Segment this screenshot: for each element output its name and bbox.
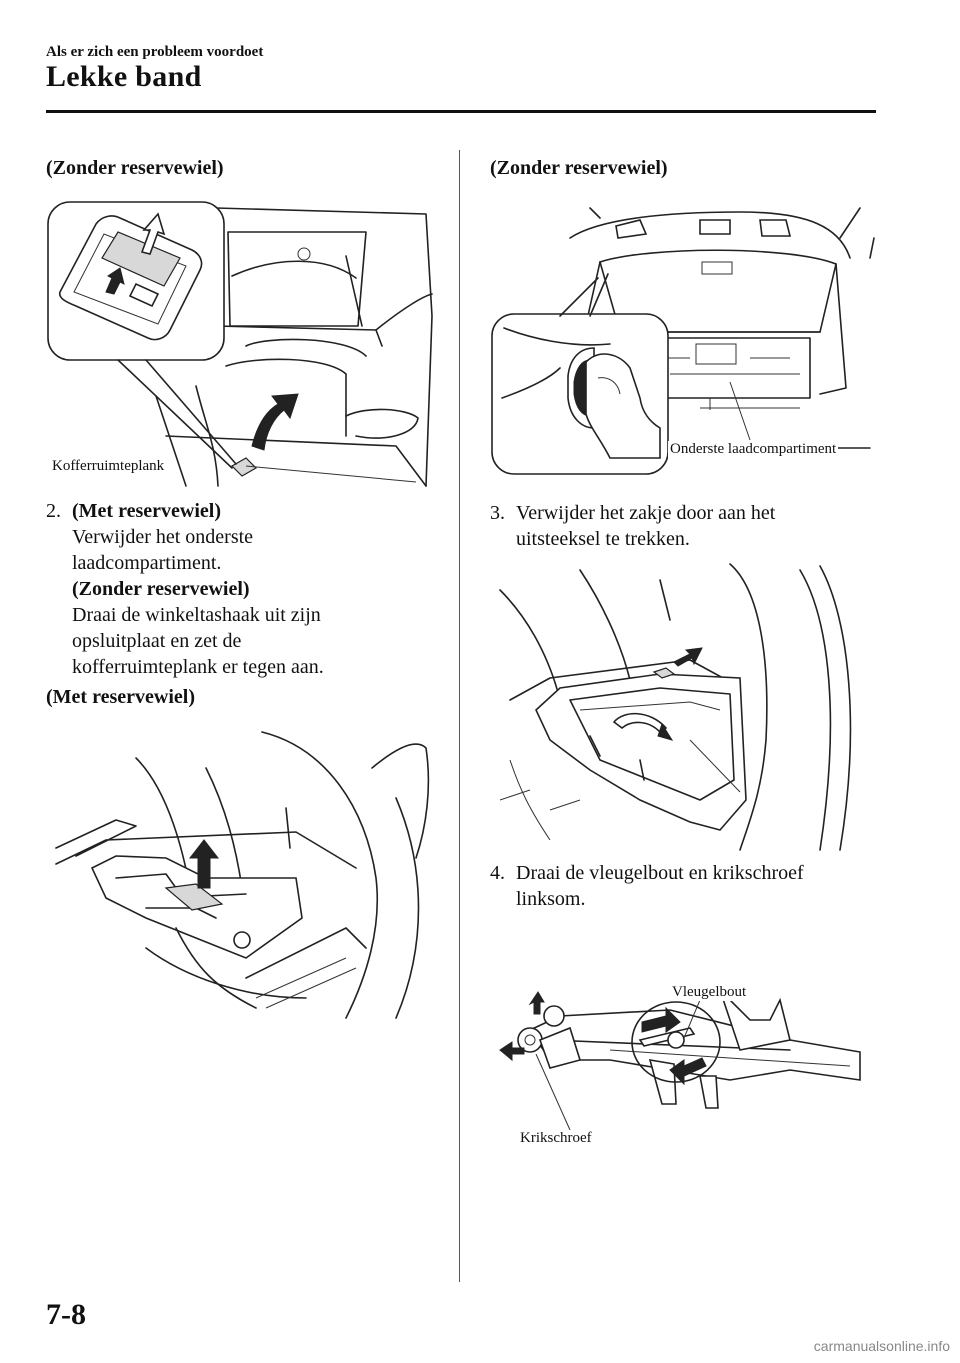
fig1-heading: (Zonder reservewiel) bbox=[46, 157, 224, 179]
step-2-line: laadcompartiment. bbox=[72, 552, 222, 574]
chapter-title: Lekke band bbox=[46, 60, 202, 93]
step-2-line: Draai de winkeltashaak uit zijn bbox=[72, 604, 321, 626]
watermark: carmanualsonline.info bbox=[813, 1338, 950, 1354]
trunk-illustration-1 bbox=[47, 201, 433, 487]
section-label: Als er zich een probleem voordoet bbox=[46, 44, 264, 60]
column-divider bbox=[459, 150, 460, 1282]
step-2: 2. (Met reservewiel) Verwijder het onder… bbox=[46, 498, 446, 688]
step-3-text: Verwijder het zakje door aan het uitstee… bbox=[516, 500, 896, 552]
jack-illustration bbox=[499, 989, 861, 1131]
step-2-line: (Met reservewiel) bbox=[72, 500, 221, 522]
header-rule bbox=[46, 110, 876, 113]
fig3-heading: (Zonder reservewiel) bbox=[490, 157, 668, 179]
step-4-number: 4. bbox=[490, 862, 505, 884]
step-2-line: Verwijder het onderste bbox=[72, 526, 254, 548]
step-2-text: (Met reservewiel) Verwijder het onderste… bbox=[72, 498, 452, 680]
step-3-line: uitsteeksel te trekken. bbox=[516, 528, 690, 550]
step-2-number: 2. bbox=[46, 500, 61, 522]
step-4-line: Draai de vleugelbout en krikschroef bbox=[516, 862, 804, 884]
step-4-line: linksom. bbox=[516, 888, 586, 910]
trunk-illustration-2 bbox=[55, 731, 430, 1019]
step-3: 3. Verwijder het zakje door aan het uits… bbox=[490, 500, 890, 556]
callout-vleugelbout: Vleugelbout bbox=[670, 984, 749, 1001]
step-4: 4. Draai de vleugelbout en krikschroef l… bbox=[490, 860, 890, 916]
step-3-number: 3. bbox=[490, 502, 505, 524]
callout-kofferruimteplank: Kofferruimteplank bbox=[50, 458, 167, 475]
callout-krikschroef: Krikschroef bbox=[518, 1130, 594, 1147]
fig2-heading: (Met reservewiel) bbox=[46, 686, 195, 708]
trunk-illustration-3 bbox=[491, 207, 875, 475]
bag-illustration bbox=[499, 563, 852, 851]
step-2-line: (Zonder reservewiel) bbox=[72, 578, 250, 600]
step-2-line: kofferruimteplank er tegen aan. bbox=[72, 656, 324, 678]
step-2-line: opsluitplaat en zet de bbox=[72, 630, 242, 652]
callout-leader-line bbox=[729, 381, 751, 441]
step-4-text: Draai de vleugelbout en krikschroef link… bbox=[516, 860, 896, 912]
callout-onderste-laadcompartiment: Onderste laadcompartiment bbox=[668, 441, 839, 458]
page-number: 7-8 bbox=[46, 1298, 86, 1331]
step-3-line: Verwijder het zakje door aan het bbox=[516, 502, 776, 524]
